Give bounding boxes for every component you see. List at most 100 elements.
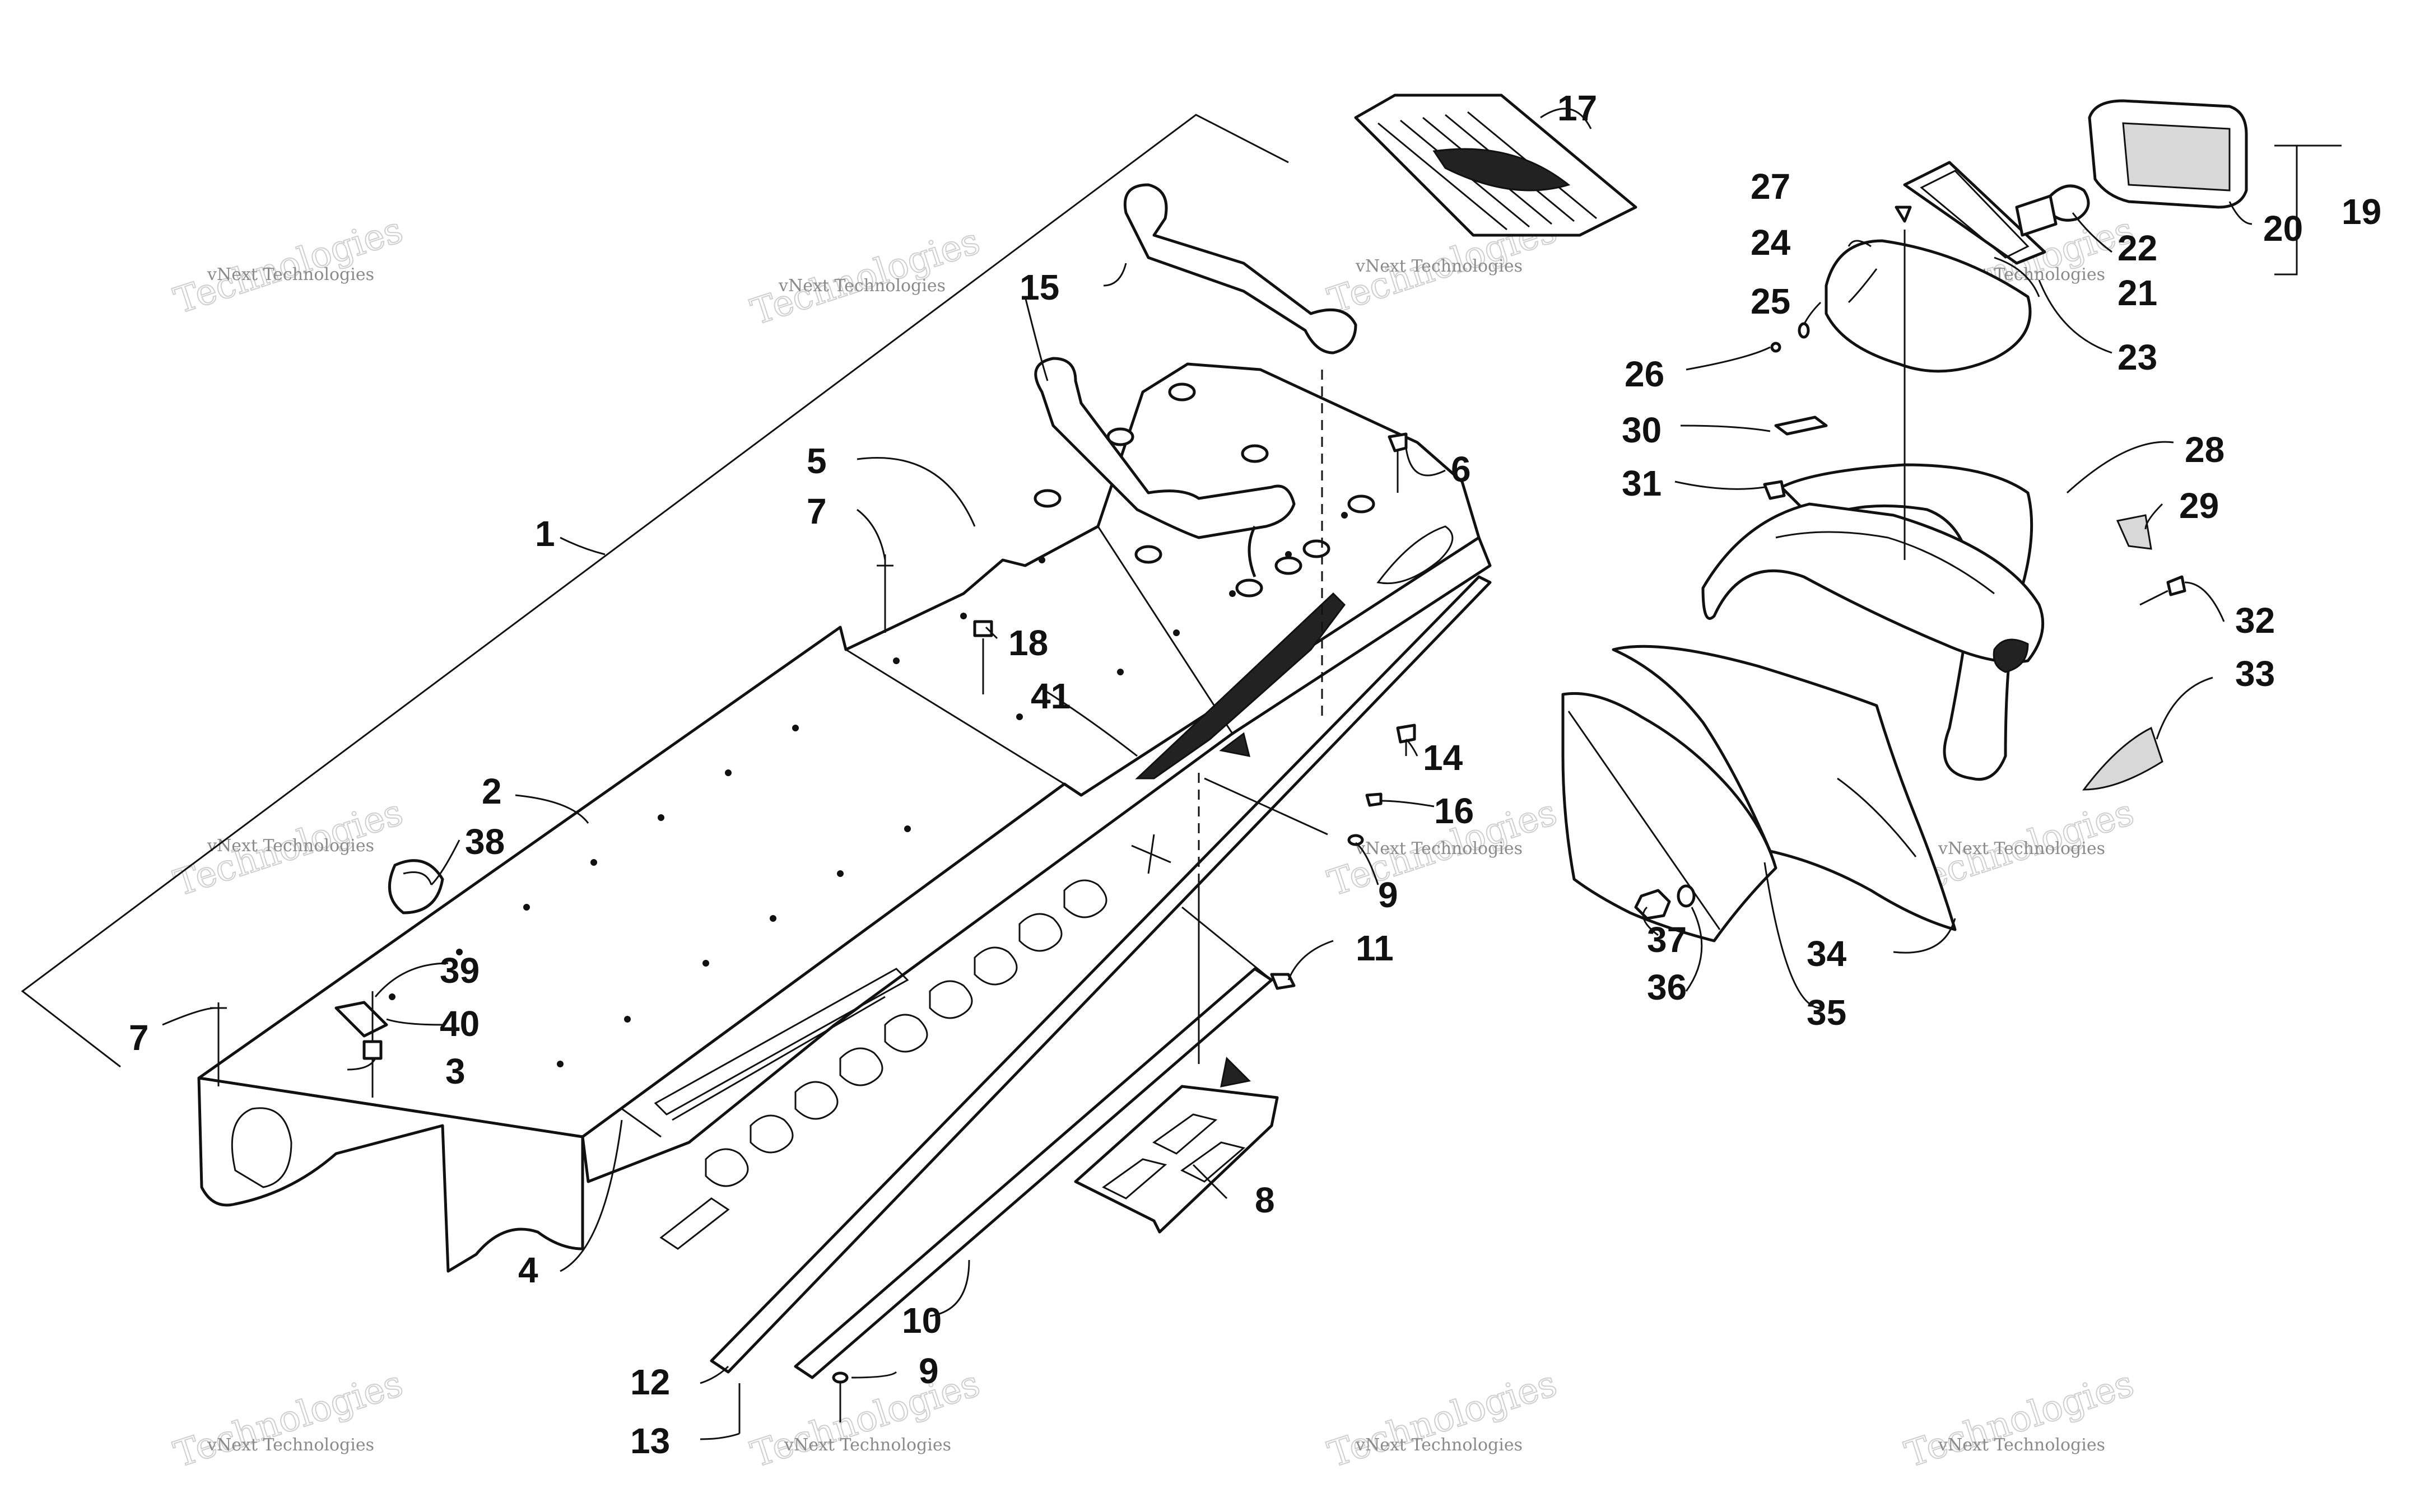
callout-label: 15 <box>1020 267 1059 307</box>
callout-label: 11 <box>1356 928 1394 968</box>
tunnel-decal <box>1135 592 1346 780</box>
tunnel-left-skirt <box>197 1076 584 1273</box>
callout-label: 25 <box>1751 281 1790 321</box>
callout-label: 39 <box>440 950 480 991</box>
leader-lines <box>162 108 2342 1440</box>
watermark-small: vNext Technologies <box>1938 1435 2105 1455</box>
tunnel-left-cutout <box>231 1107 292 1188</box>
callout-label: 41 <box>1031 676 1071 716</box>
assembly-arrow <box>1219 732 1251 757</box>
callout-label: 28 <box>2185 430 2224 470</box>
callout-label: 13 <box>630 1421 670 1461</box>
callout-label: 19 <box>2342 192 2381 232</box>
watermark-small: vNext Technologies <box>1355 1435 1523 1455</box>
washer-9-lower <box>832 1371 849 1384</box>
tunnel-x-mark <box>1131 834 1171 874</box>
callout-label: 16 <box>1434 791 1474 831</box>
watermark: Technologies <box>1900 1362 2139 1476</box>
callout-label: 18 <box>1008 623 1048 663</box>
snow-flap-34 <box>1612 645 1957 931</box>
rivet-4 <box>621 1108 662 1138</box>
running-board-cutouts <box>659 879 1107 1250</box>
tunnel-vent <box>1376 525 1454 585</box>
callout-label: 30 <box>1622 410 1662 450</box>
screw-16 <box>1365 792 1383 807</box>
callout-label: 7 <box>129 1018 149 1058</box>
assembly-bracket <box>21 114 1289 1068</box>
watermark: Technologies <box>169 1362 408 1476</box>
rear-cover-vent <box>1993 638 2029 673</box>
callout-label: 32 <box>2235 600 2275 641</box>
callout-label: 5 <box>807 441 827 481</box>
taillight-bulb <box>2049 184 2090 222</box>
callout-label: 40 <box>440 1004 480 1044</box>
callout-label: 17 <box>1557 88 1597 128</box>
watermark-big: Technologies <box>1900 1363 2139 1476</box>
callout-label: 38 <box>465 822 505 862</box>
taillight-socket <box>2015 194 2058 237</box>
tunnel-seam-2 <box>1097 526 1234 734</box>
watermark-small: vNext Technologies <box>1355 256 1523 276</box>
step-plate <box>1074 1056 1279 1234</box>
screw-31 <box>1763 480 1786 500</box>
callout-label: 9 <box>1378 875 1398 915</box>
washer-25 <box>1798 322 1810 339</box>
cap-3 <box>362 1040 383 1060</box>
grab-bar <box>1034 183 1357 577</box>
callouts: 1 2 3 4 5 6 7 7 8 9 9 10 11 12 13 14 15 … <box>129 88 2381 1461</box>
running-board <box>581 536 1492 1183</box>
tunnel-seam <box>845 648 1065 785</box>
watermark-big: Technologies <box>746 1363 985 1476</box>
tunnel-rail-right <box>672 996 886 1121</box>
watermark-small: vNext Technologies <box>207 836 374 856</box>
watermark: Technologies <box>746 1362 985 1476</box>
watermark-big: Technologies <box>169 1363 408 1476</box>
tunnel-holes <box>389 512 1348 1067</box>
tunnel <box>197 362 1492 1273</box>
callout-label: 10 <box>902 1300 942 1341</box>
deck-grommets <box>1034 382 1375 598</box>
block-40 <box>334 1001 388 1038</box>
callout-label: 26 <box>1625 354 1664 394</box>
plug-18 <box>973 620 993 637</box>
washer-9-upper <box>1347 834 1364 846</box>
taillight-assembly <box>1903 99 2248 265</box>
taillight-lens <box>1903 161 2046 265</box>
side-rail-12 <box>710 575 1492 1374</box>
watermark-small: vNext Technologies <box>778 276 946 296</box>
fasteners <box>210 322 2186 1434</box>
callout-label: 34 <box>1807 934 1847 974</box>
rear-assembly <box>1561 206 2163 942</box>
fastener-7-upper <box>877 554 893 633</box>
nut-26 <box>1770 342 1781 353</box>
watermark: Technologies <box>1323 1362 1562 1476</box>
reflector-33 <box>2082 726 2163 791</box>
callout-label: 12 <box>630 1362 670 1402</box>
screw-32 <box>2166 575 2186 596</box>
callout-label: 33 <box>2235 654 2275 694</box>
callout-label: 24 <box>1751 222 1791 263</box>
tunnel-rail-left <box>654 968 909 1116</box>
callout-label: 23 <box>2118 337 2157 377</box>
callout-label: 6 <box>1451 449 1471 489</box>
callout-label: 22 <box>2118 228 2157 268</box>
washer-36 <box>1677 884 1696 908</box>
insert-mat <box>1354 94 1637 237</box>
callout-label: 7 <box>807 491 827 531</box>
clip-38 <box>388 859 444 914</box>
strip-30 <box>1774 416 1828 436</box>
watermark-small: vNext Technologies <box>207 265 374 284</box>
assembly-lines <box>1181 230 1906 1064</box>
seat-hump <box>1825 239 2032 373</box>
watermark-small: vNext Technologies <box>207 1435 374 1455</box>
fastener-27 <box>1895 206 1912 223</box>
watermark-small: vNext Technologies <box>1355 839 1523 858</box>
callout-label: 3 <box>445 1051 466 1091</box>
callout-label: 14 <box>1423 738 1463 778</box>
watermark-big: Technologies <box>1323 1363 1562 1476</box>
callout-label: 9 <box>919 1351 939 1391</box>
reflector-29 <box>2116 514 2152 550</box>
callout-label: 21 <box>2118 273 2157 313</box>
watermark-small: vNext Technologies <box>1938 839 2105 858</box>
